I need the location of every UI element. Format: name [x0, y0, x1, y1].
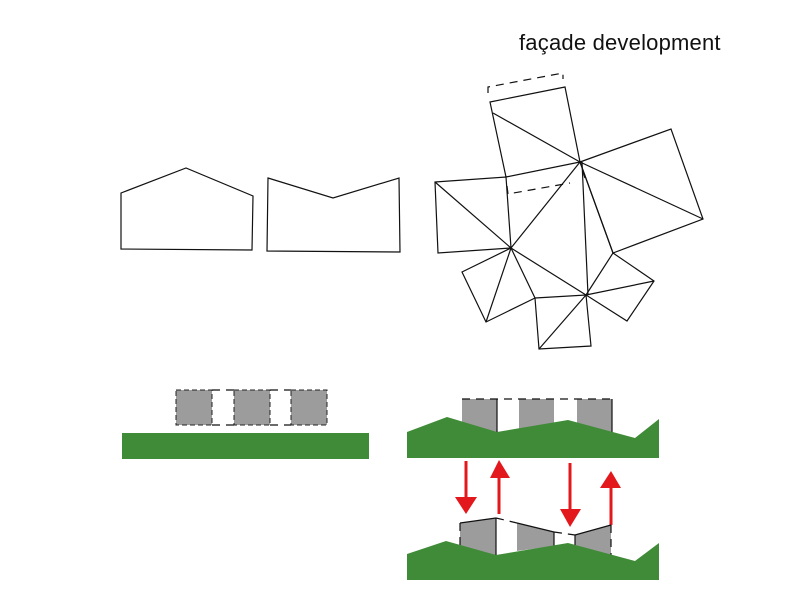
- ground-sloped-after: [407, 541, 659, 580]
- net-line: [434, 181, 512, 249]
- net-line: [485, 247, 512, 323]
- net-line: [510, 247, 587, 296]
- flat-site: [122, 389, 369, 459]
- net-tick: [582, 171, 586, 179]
- net-line: [492, 112, 581, 163]
- net-line: [585, 280, 655, 296]
- arrow-down: [560, 463, 581, 527]
- roof-edge: [574, 524, 612, 536]
- gable-profile: [120, 167, 254, 251]
- diagram-title: façade development: [519, 30, 721, 55]
- arrow-down: [455, 461, 477, 514]
- roof-edge: [516, 522, 555, 533]
- arrow-up: [490, 460, 510, 514]
- net-top-panel: [489, 86, 581, 178]
- block: [233, 389, 271, 426]
- block: [460, 518, 496, 556]
- net-line: [579, 161, 614, 254]
- net-inner-dashed: [506, 182, 571, 195]
- block: [175, 389, 213, 426]
- sloped-site-after: [407, 517, 659, 580]
- adjustment-arrows: [455, 460, 621, 527]
- net-top-dashed: [487, 72, 564, 93]
- ground-flat: [122, 433, 369, 459]
- net-line: [538, 294, 587, 350]
- sloped-site-before: [407, 398, 659, 458]
- net-line: [510, 161, 581, 249]
- block: [290, 389, 328, 426]
- net-line: [581, 161, 589, 296]
- roof-edge: [459, 517, 497, 524]
- butterfly-profile: [266, 177, 401, 253]
- net-bottom-panel: [534, 294, 592, 350]
- ground-sloped: [407, 417, 659, 458]
- arrow-up: [600, 471, 621, 525]
- roof-link: [553, 531, 576, 536]
- facade-net: [434, 72, 704, 350]
- net-lower-right-panel: [585, 252, 655, 322]
- profile-shapes: [120, 167, 401, 253]
- net-line: [579, 161, 704, 220]
- roof-link: [495, 517, 518, 524]
